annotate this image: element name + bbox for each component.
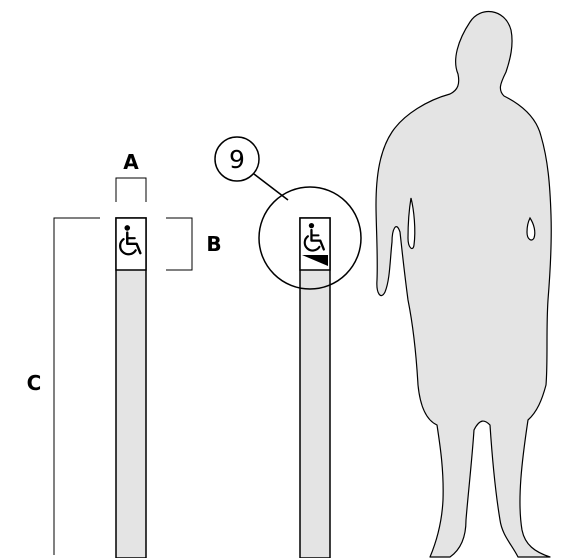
dimension-a-label: A: [123, 150, 139, 174]
dimension-b-label: B: [206, 232, 221, 256]
post-body-right: [299, 217, 331, 558]
human-silhouette: [375, 10, 552, 558]
post-body-left: [115, 217, 147, 558]
dimension-b: B: [166, 217, 222, 271]
callout-number: 9: [229, 145, 245, 174]
bollard-post-right: [299, 217, 331, 558]
dimension-c-label: C: [27, 371, 42, 395]
callout-number-circle: [214, 136, 260, 182]
dimension-b-bracket: [166, 217, 193, 271]
callout-leader-line: [253, 173, 289, 201]
silhouette-arm-gap-right: [526, 216, 536, 241]
dimension-c: C: [27, 217, 100, 555]
bollard-post-left: [115, 217, 147, 558]
callout-detail-circle: [258, 186, 362, 290]
silhouette-arm-gap-left: [407, 197, 416, 250]
dimension-a: A: [115, 150, 147, 202]
dimension-c-bracket: [53, 217, 100, 555]
ramp-triangle-icon: [302, 255, 328, 266]
dimension-a-bracket: [115, 177, 147, 202]
callout-9: 9: [214, 136, 362, 290]
